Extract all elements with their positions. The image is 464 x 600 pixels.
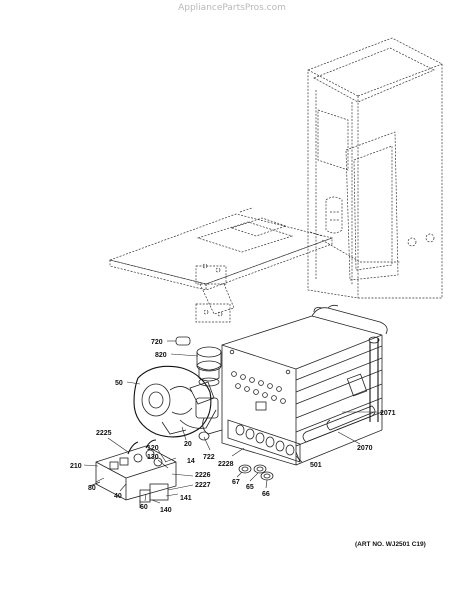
callout-501: 501 [310,462,322,469]
callout-14: 14 [187,458,195,465]
callout-2070: 2070 [357,445,373,452]
leader-lines [83,340,378,504]
callout-50: 50 [115,380,123,387]
callout-2228: 2228 [218,461,234,468]
heat-exchanger [221,304,388,466]
callout-labels: 720 820 50 2071 2070 2225 722 20 120 130… [70,339,396,514]
callout-80: 80 [88,485,96,492]
callout-66: 66 [262,491,270,498]
callout-2071: 2071 [380,410,396,417]
callout-720: 720 [151,339,163,346]
gas-manifold [227,419,301,463]
callout-40: 40 [114,493,122,500]
flue-collar [175,336,222,387]
callout-140: 140 [160,507,172,514]
gas-valve-assembly [89,439,177,508]
callout-2227: 2227 [195,482,211,489]
callout-2226: 2226 [195,472,211,479]
burner-holes [231,371,286,404]
watermark: AppliancePartsPros.com [178,3,286,13]
callout-60: 60 [140,504,148,511]
callout-120: 120 [147,445,159,452]
art-number: (ART NO. WJ2501 C19) [355,541,426,548]
callout-210: 210 [70,463,82,470]
callout-65: 65 [246,484,254,491]
inducer-blower [133,365,223,441]
callout-141: 141 [180,495,192,502]
callout-20: 20 [184,441,192,448]
callout-130: 130 [147,454,159,461]
callout-2225: 2225 [96,430,112,437]
callout-820: 820 [155,352,167,359]
callout-722: 722 [203,454,215,461]
gasket-rings [238,464,274,481]
cabinet-outline [307,37,443,299]
base-plate [108,207,334,323]
callout-67: 67 [232,479,240,486]
